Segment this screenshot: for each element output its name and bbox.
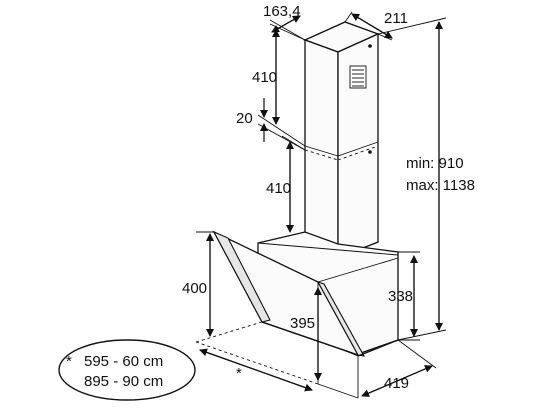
label-canopy-height: 400 [182, 280, 207, 297]
legend-ellipse [58, 339, 196, 401]
dim-chimney-depth: 163,4 [263, 3, 306, 41]
dim-chimney-width: 211 [344, 10, 408, 41]
width-legend: * 595 - 60 cm 895 - 90 cm [58, 339, 196, 401]
screw-icon [368, 44, 372, 48]
dim-total-height: min: 910 max: 1138 [377, 17, 475, 341]
label-back-height: 338 [388, 288, 413, 305]
chimney-side-face [337, 32, 379, 259]
label-height-min: min: 910 [406, 155, 464, 172]
label-depth: 419 [384, 375, 409, 392]
label-lower-chimney: 410 [266, 180, 291, 197]
legend-line-2: 895 - 90 cm [84, 373, 163, 390]
label-chimney-width: 211 [384, 10, 408, 27]
label-chimney-depth: 163,4 [263, 3, 301, 20]
canopy [212, 230, 399, 357]
label-overlap: 20 [236, 110, 253, 127]
dim-glass-height: 395 [290, 282, 322, 384]
glass-edge [212, 230, 271, 323]
glass-edge-right [316, 281, 366, 357]
dim-lower-chimney: 410 [266, 135, 306, 233]
label-upper-chimney: 410 [252, 69, 277, 86]
legend-marker: * [66, 353, 72, 370]
dim-overlap: 20 [236, 98, 306, 151]
legend-line-1: 595 - 60 cm [84, 353, 163, 370]
chimney [303, 21, 380, 259]
chimney-front-face [304, 39, 339, 259]
dim-canopy-height: 400 [182, 231, 263, 343]
vent-grille-icon [349, 65, 367, 89]
dim-width: * [195, 341, 359, 399]
label-height-max: max: 1138 [406, 177, 475, 194]
screw-icon [368, 150, 372, 154]
dim-upper-chimney: 410 [252, 23, 306, 125]
dim-back-height: 338 [388, 251, 420, 341]
label-width-marker: * [236, 365, 242, 382]
dim-depth: 419 [357, 339, 437, 398]
label-glass-height: 395 [290, 315, 315, 332]
